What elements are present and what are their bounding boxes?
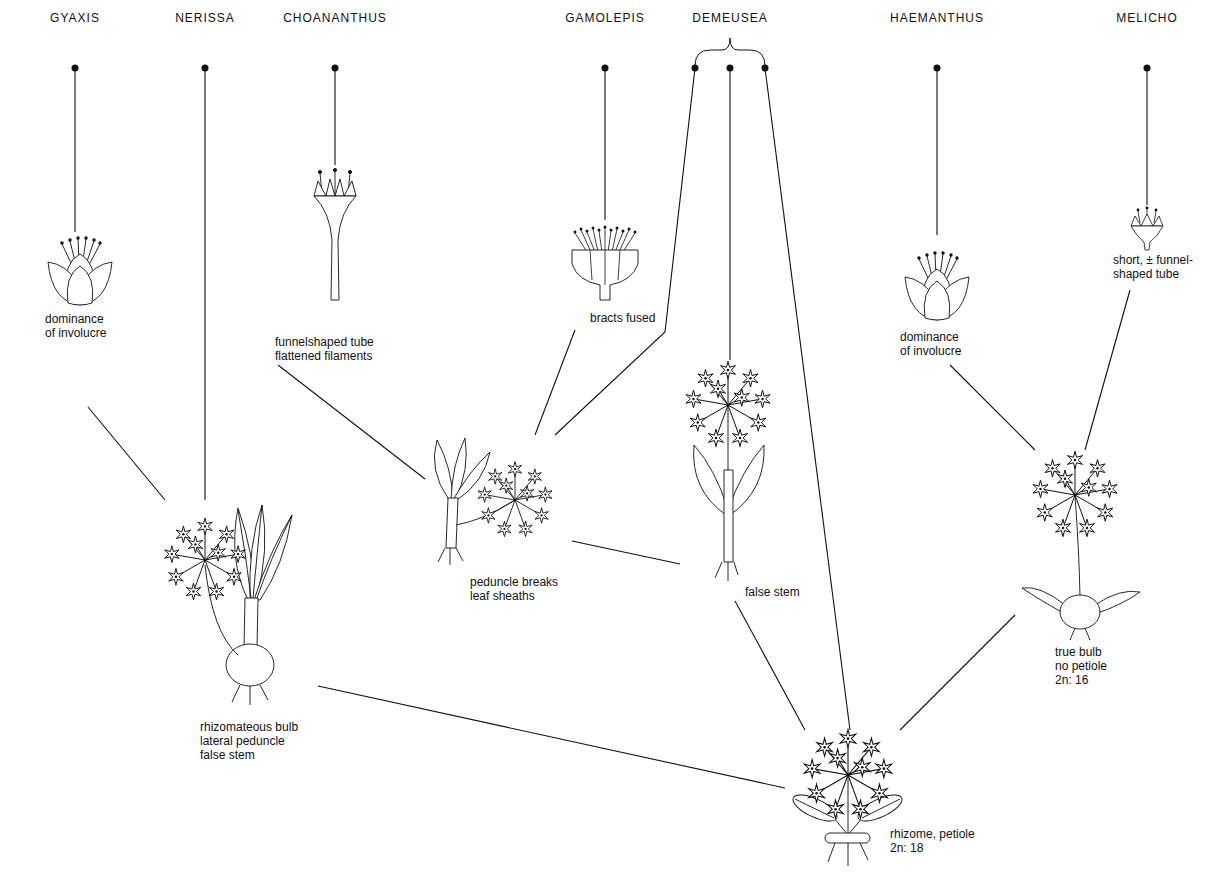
genus-name: HAEMANTHUS	[890, 11, 984, 26]
lineage-line	[1146, 68, 1147, 205]
caption: short, ± funnel- shaped tube	[1113, 253, 1205, 281]
lineage-line	[950, 365, 1035, 450]
flower-illustration: short, ± funnel- shaped tube	[1105, 205, 1207, 290]
lineage-line	[735, 601, 805, 730]
lineage-line	[535, 330, 575, 435]
plant-illustration: peduncle breaks leaf sheaths	[425, 435, 572, 605]
caption: bracts fused	[590, 311, 655, 325]
caption: dominance of involucre	[45, 312, 113, 340]
lineage-line	[572, 541, 680, 564]
flower-illustration: funnelshaped tube flattened filaments	[270, 165, 415, 365]
lineage-line	[278, 365, 425, 479]
genus-name: GYAXIS	[50, 11, 100, 26]
genus-name: NERISSA	[175, 11, 235, 26]
junction-dot	[202, 65, 209, 72]
genus-name: MELICHO	[1116, 11, 1178, 26]
lineage-line	[936, 68, 937, 235]
lineage-line	[74, 68, 75, 232]
flower-illustration: dominance of involucre	[893, 235, 983, 365]
junction-dot	[602, 65, 609, 72]
genus-name: GAMOLEPIS	[565, 11, 645, 26]
genus-name: CHOANANTHUS	[283, 11, 387, 26]
caption: true bulb no petiole 2n: 16	[1055, 645, 1117, 687]
junction-dot	[934, 65, 941, 72]
caption: funnelshaped tube flattened filaments	[275, 335, 395, 363]
junction-dot	[332, 65, 339, 72]
lineage-line	[765, 68, 850, 730]
genus-label: CHOANANTHUS	[279, 8, 391, 68]
lineage-line	[318, 686, 785, 788]
genus-label: DEMEUSEA	[688, 8, 772, 68]
lineage-line	[555, 68, 695, 435]
lineage-line	[204, 68, 205, 500]
junction-dot	[762, 65, 769, 72]
lineage-line	[1085, 290, 1130, 450]
flower-illustration: dominance of involucre	[38, 232, 128, 407]
junction-dot	[72, 65, 79, 72]
genus-name: DEMEUSEA	[692, 11, 767, 26]
junction-dot	[692, 65, 699, 72]
plant-illustration: rhizome, petiole 2n: 18	[785, 730, 987, 865]
caption: rhizomateous bulb lateral peduncle false…	[200, 720, 305, 762]
plant-illustration: rhizomateous bulb lateral peduncle false…	[158, 500, 318, 770]
lineage-line	[729, 68, 730, 360]
plant-illustration: true bulb no petiole 2n: 16	[1015, 450, 1145, 689]
genus-label: GAMOLEPIS	[561, 8, 649, 68]
lineage-line	[900, 615, 1015, 730]
caption: false stem	[745, 585, 800, 599]
genus-label: GYAXIS	[46, 8, 104, 68]
caption: dominance of involucre	[900, 330, 968, 358]
flower-illustration: bracts fused	[560, 220, 658, 330]
junction-dot	[1144, 65, 1151, 72]
lineage-line	[88, 407, 165, 500]
lineage-line	[334, 68, 335, 165]
lineage-line	[604, 68, 605, 220]
genus-label: NERISSA	[171, 8, 239, 68]
genus-label: MELICHO	[1112, 8, 1182, 68]
genus-label: HAEMANTHUS	[886, 8, 988, 68]
caption: peduncle breaks leaf sheaths	[470, 575, 570, 603]
junction-dot	[727, 65, 734, 72]
plant-illustration: false stem	[680, 360, 802, 601]
caption: rhizome, petiole 2n: 18	[890, 827, 985, 855]
